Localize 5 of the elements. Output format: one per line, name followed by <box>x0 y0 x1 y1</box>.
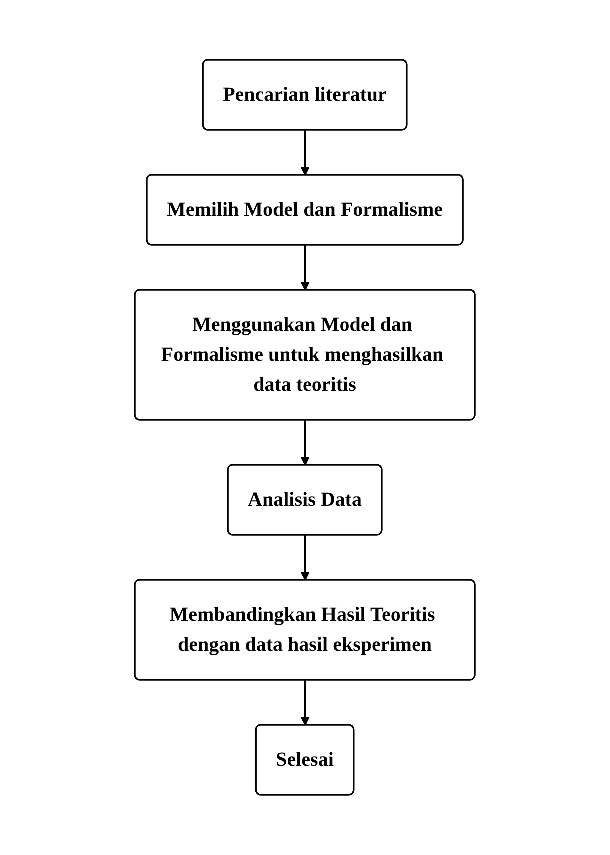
arrow <box>300 420 310 466</box>
arrow <box>300 535 310 581</box>
arrow <box>300 680 310 726</box>
arrow <box>300 245 310 291</box>
arrow <box>300 130 310 176</box>
